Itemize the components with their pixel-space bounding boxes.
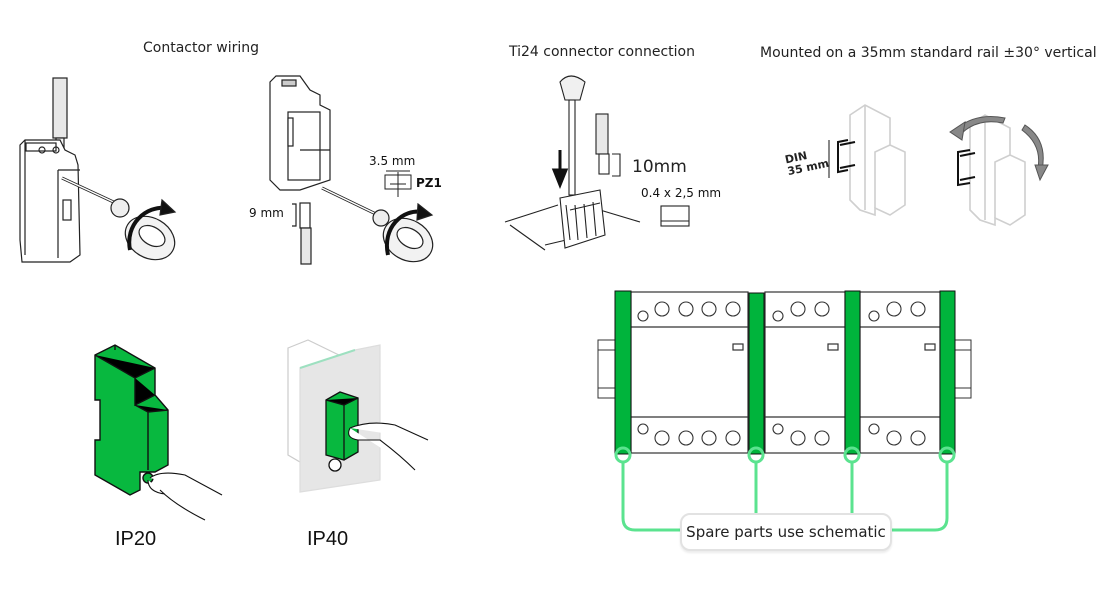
contactor-device-left: [19, 77, 81, 263]
screwdriver-width-label: 3.5 mm: [369, 154, 416, 168]
screwdriver-left: [61, 176, 177, 261]
ip40-label: IP40: [307, 528, 349, 550]
wire-end-left: [52, 77, 68, 139]
rail-mounting-title: Mounted on a 35mm standard rail ±30° ver…: [760, 45, 1097, 61]
pz1-tip-icon: [384, 170, 412, 197]
screwdriver-type-label: PZ1: [416, 176, 442, 190]
contactor-device-right: [269, 75, 331, 191]
finger-ip40: [348, 422, 429, 471]
tilt-arrows-icon: [949, 116, 1049, 182]
module-1: [630, 291, 749, 454]
callout-lines: [614, 446, 956, 532]
rail-stub-right: [954, 339, 972, 399]
ti24-strip-length-label: 10mm: [632, 157, 687, 177]
rail-stub-left: [597, 339, 617, 399]
din-mount-device-1: [849, 104, 906, 217]
green-spacers: [614, 290, 956, 455]
wire-strip-length-label: 9 mm: [249, 206, 284, 220]
spare-parts-label: Spare parts use schematic: [680, 513, 892, 551]
spacer-4: [939, 290, 956, 455]
contactor-wiring-title: Contactor wiring: [143, 40, 259, 56]
ti24-blade-size-label: 0.4 x 2,5 mm: [641, 186, 722, 200]
ip20-device: [94, 344, 169, 496]
spare-parts-schematic: [597, 290, 972, 532]
wire-end-right: [292, 202, 312, 265]
ti24-connector-drawing: [504, 75, 690, 251]
spacer-1: [614, 290, 632, 455]
ti24-connector-title: Ti24 connector connection: [509, 44, 695, 60]
spacer-3: [844, 290, 861, 455]
din-mount-device-2: [969, 114, 1026, 227]
finger-ip20: [147, 472, 223, 521]
terminals: [637, 301, 926, 446]
press-down-arrow-icon: [551, 150, 569, 190]
screwdriver-right: [321, 186, 434, 263]
ip40-button: [325, 391, 359, 472]
ip20-label: IP20: [115, 528, 157, 550]
din-rail-2: [957, 149, 976, 187]
spacer-2: [748, 292, 765, 455]
din-rail-1: [828, 139, 856, 178]
